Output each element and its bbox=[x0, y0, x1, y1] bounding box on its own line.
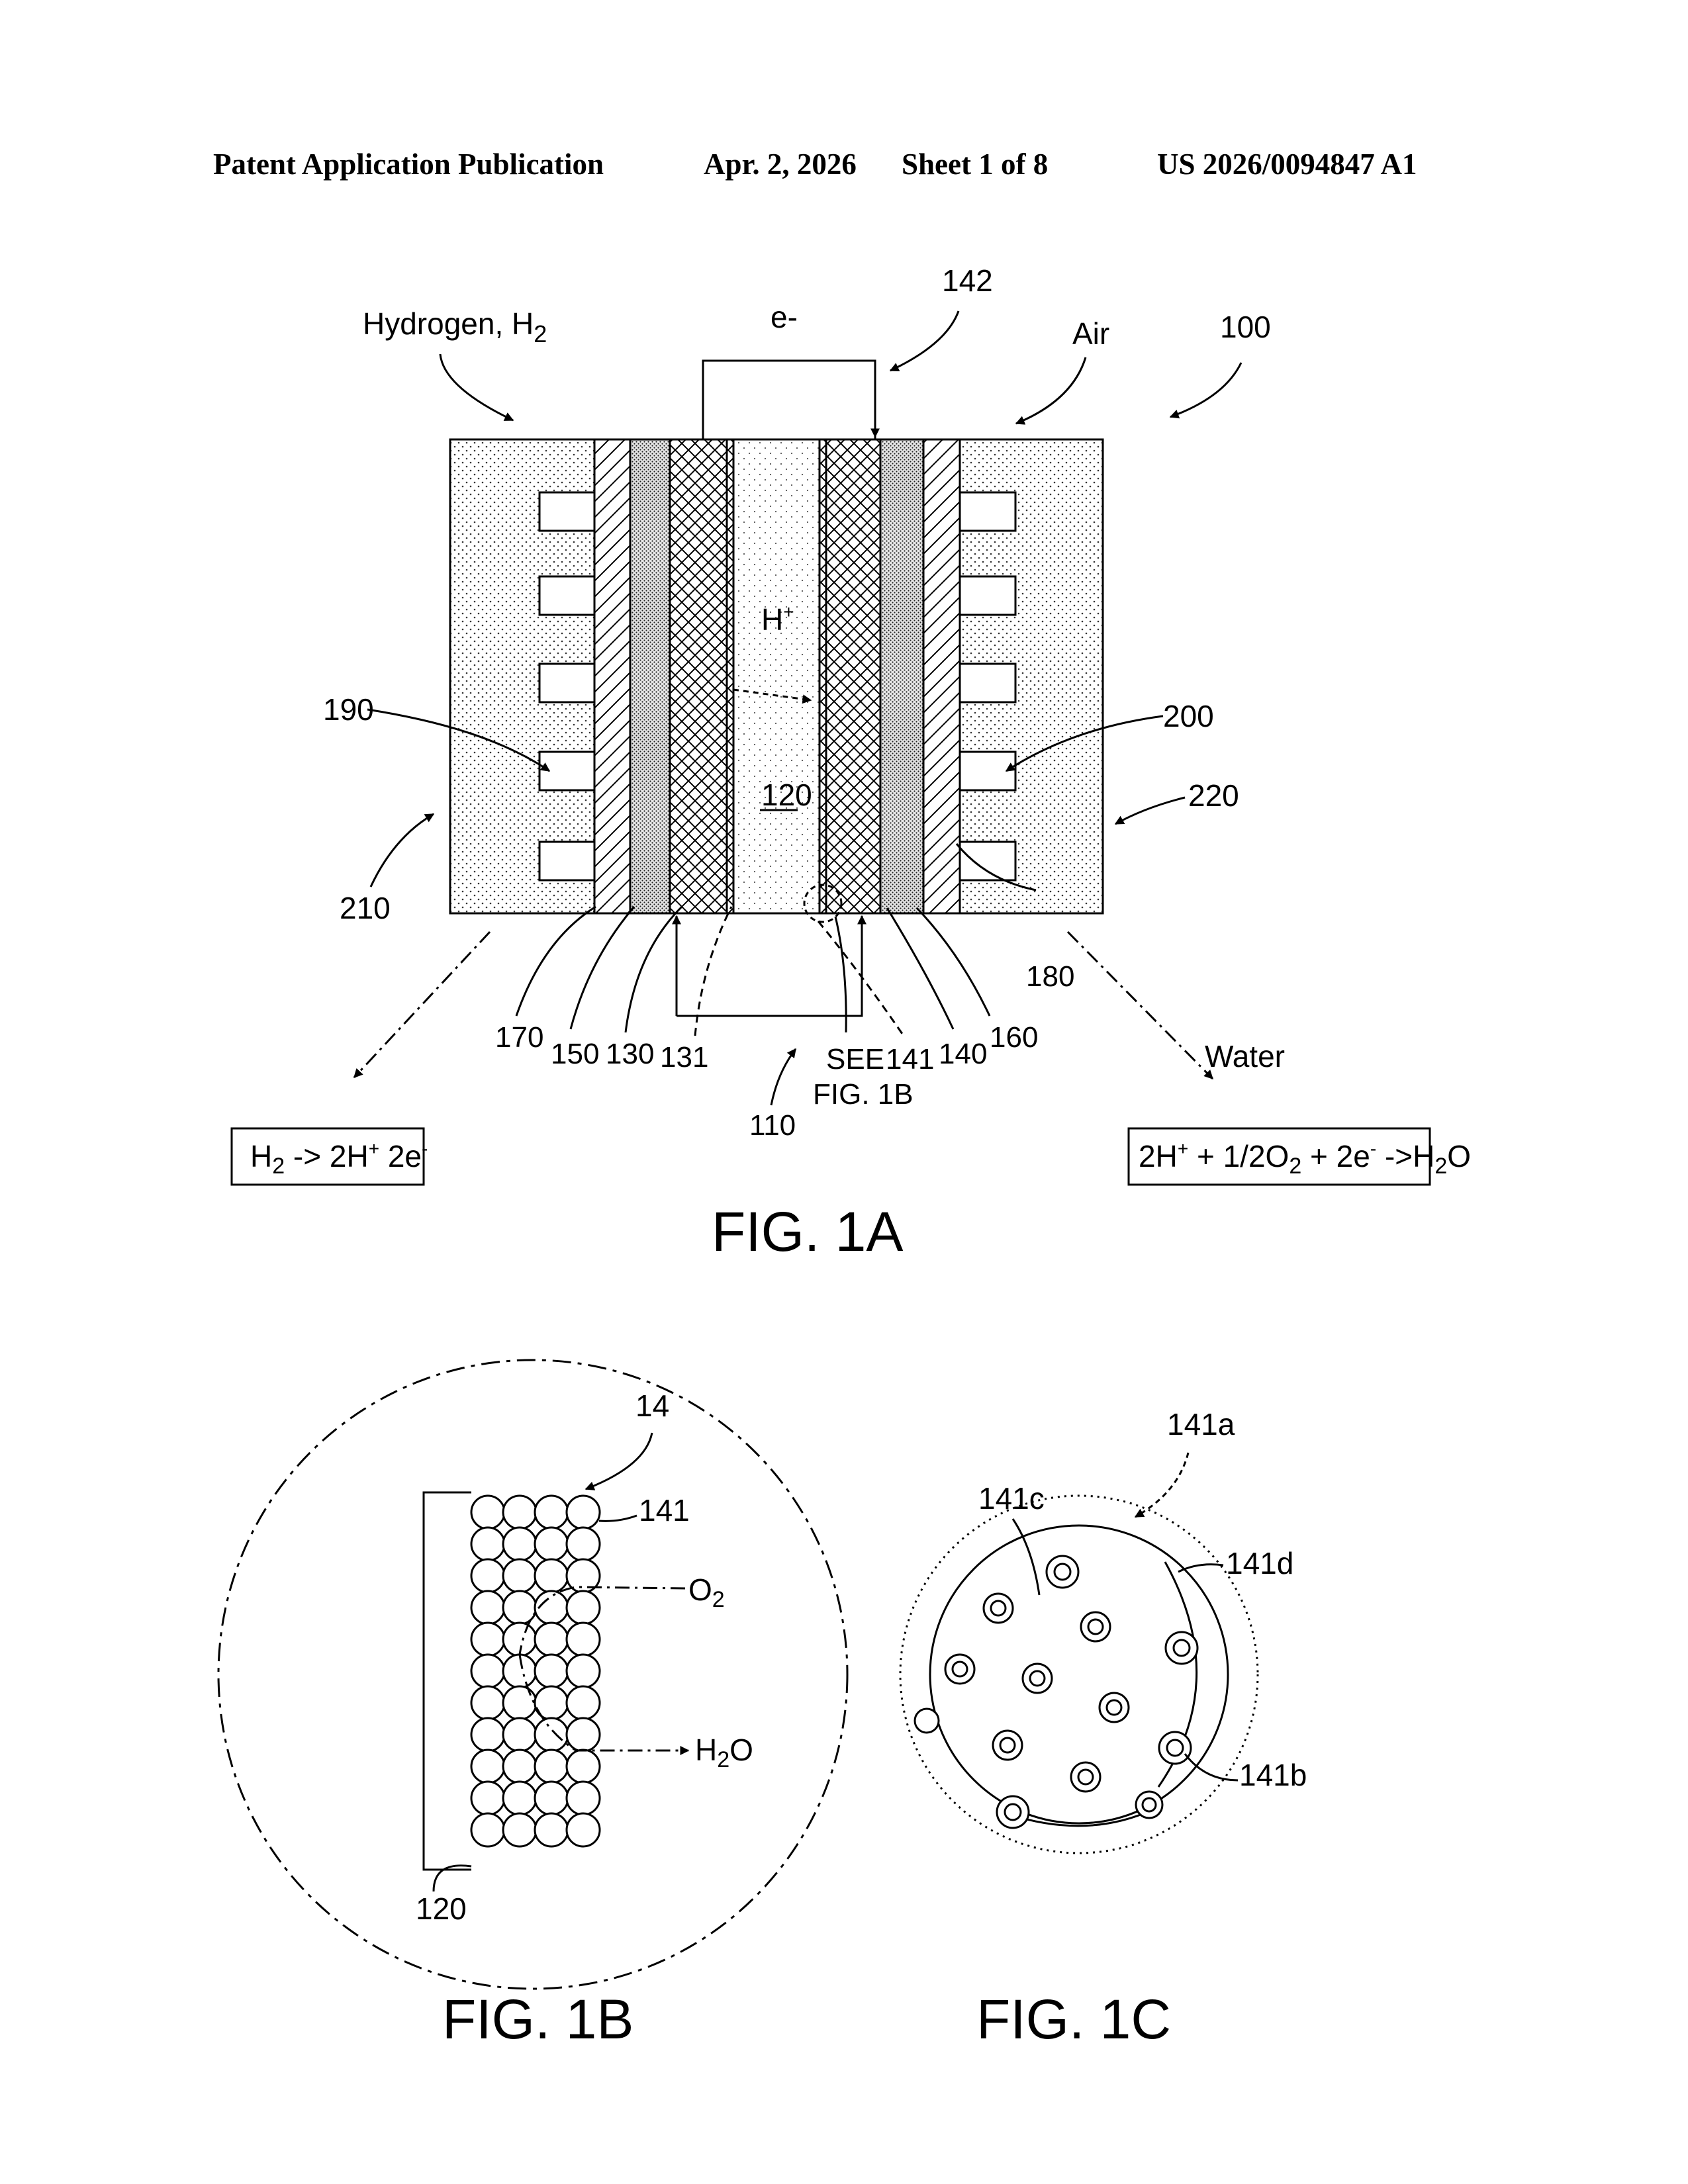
see-label: SEE bbox=[826, 1043, 884, 1075]
ref-140: 140 bbox=[939, 1038, 987, 1070]
anode-catalyst-layer-130 bbox=[670, 439, 733, 913]
external-circuit-bottom bbox=[677, 916, 862, 1016]
figure-caption-1a: FIG. 1A bbox=[712, 1201, 903, 1263]
water-outlet-arrow bbox=[1068, 932, 1213, 1079]
air-inlet-arrow bbox=[1016, 357, 1086, 424]
anode-outlet-arrow bbox=[354, 932, 490, 1077]
ref-141: 141 bbox=[886, 1043, 934, 1075]
gas-diffusion-layer-170 bbox=[594, 439, 630, 913]
microporous-layer-160 bbox=[880, 439, 923, 913]
leader-14 bbox=[586, 1433, 652, 1489]
ref-141a: 141a bbox=[1167, 1407, 1235, 1441]
ref-131: 131 bbox=[660, 1041, 708, 1073]
leader-210 bbox=[371, 814, 434, 887]
ref-142: 142 bbox=[942, 263, 993, 298]
ref-141c: 141c bbox=[978, 1481, 1045, 1516]
fig-1b: 14 141 O2 H2O 120 FIG. 1B bbox=[218, 1360, 847, 2050]
cathode-catalyst-layer-140 bbox=[820, 439, 880, 913]
fig-1c: 141a 141c 141d 141b FIG. 1C bbox=[900, 1407, 1307, 2050]
hydrogen-label: Hydrogen, H2 bbox=[363, 306, 547, 347]
cathode-reaction-equation: 2H+ + 1/2O2 + 2e- ->H2O bbox=[1139, 1138, 1471, 1179]
ref-180: 180 bbox=[1026, 960, 1074, 993]
leader-110 bbox=[771, 1049, 796, 1105]
leader-100 bbox=[1170, 363, 1241, 417]
ref-150: 150 bbox=[551, 1038, 599, 1070]
leader-220 bbox=[1115, 797, 1185, 824]
ref-120-detail: 120 bbox=[416, 1891, 467, 1926]
ref-210: 210 bbox=[340, 891, 391, 925]
water-label: Water bbox=[1205, 1039, 1285, 1073]
oxygen-label: O2 bbox=[688, 1572, 725, 1612]
figure-caption-1b: FIG. 1B bbox=[442, 1988, 633, 2050]
water-product-label: H2O bbox=[695, 1733, 753, 1772]
ref-130: 130 bbox=[606, 1038, 654, 1070]
ref-110: 110 bbox=[749, 1109, 796, 1142]
ref-141b: 141b bbox=[1239, 1758, 1307, 1792]
external-circuit-top bbox=[703, 361, 875, 439]
fig-1a: H+ 120 Hydrogen, H2 e- 142 Air 100 190 2… bbox=[232, 263, 1471, 1263]
ref-120: 120 bbox=[761, 778, 812, 812]
ref-100: 100 bbox=[1220, 310, 1271, 344]
ref-160: 160 bbox=[990, 1021, 1038, 1054]
figure-caption-1c: FIG. 1C bbox=[976, 1988, 1171, 2050]
ref-190: 190 bbox=[323, 692, 374, 727]
ref-14: 14 bbox=[635, 1388, 669, 1423]
hydrogen-inlet-arrow bbox=[440, 354, 513, 420]
ref-141-detail: 141 bbox=[639, 1493, 690, 1527]
catalyst-particles bbox=[471, 1496, 600, 1846]
gas-diffusion-layer-180 bbox=[923, 439, 960, 913]
air-label: Air bbox=[1072, 316, 1109, 351]
see-fig-1b-label: FIG. 1B bbox=[813, 1078, 914, 1111]
leader-142 bbox=[890, 311, 959, 371]
ref-170: 170 bbox=[495, 1021, 543, 1054]
ref-220: 220 bbox=[1188, 778, 1239, 813]
electron-label: e- bbox=[771, 300, 798, 334]
microporous-layer-150 bbox=[630, 439, 670, 913]
ref-141d: 141d bbox=[1226, 1546, 1293, 1580]
membrane-120-edge bbox=[424, 1492, 471, 1870]
ref-200: 200 bbox=[1163, 699, 1214, 733]
membrane-120 bbox=[733, 439, 820, 913]
